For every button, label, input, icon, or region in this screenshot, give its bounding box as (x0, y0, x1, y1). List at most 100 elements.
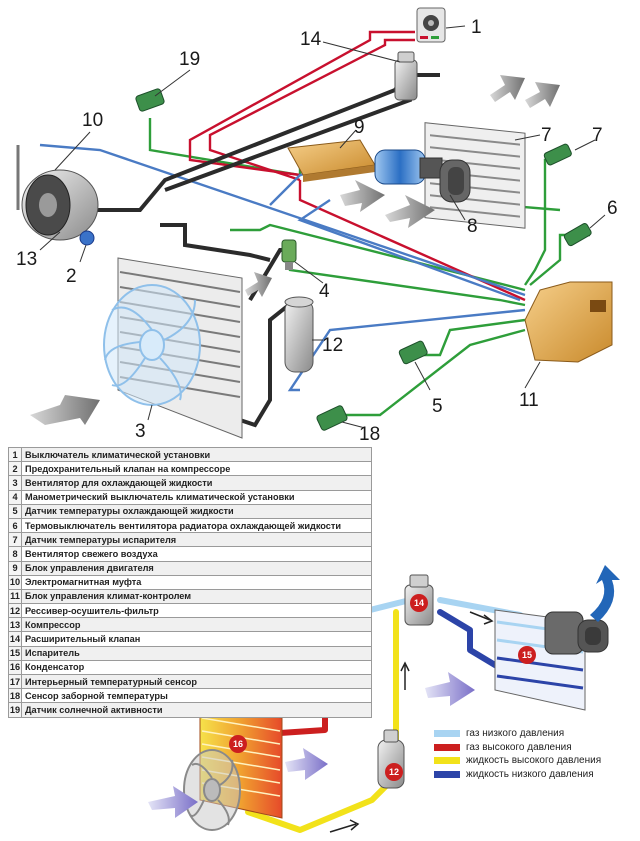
bottom-blower (544, 611, 609, 655)
legend-row-label: Термовыключатель вентилятора радиатора о… (21, 517, 372, 534)
legend-row-label: Сенсор заборной температуры (21, 688, 372, 704)
marker-14: 14 (414, 598, 424, 608)
legend-row-number: 9 (8, 560, 22, 576)
legend-row-number: 14 (8, 631, 22, 647)
legend-row-number: 17 (8, 673, 22, 690)
legend-row-number: 15 (8, 645, 22, 661)
legend-row-number: 2 (8, 461, 22, 477)
line-legend-label: жидкость высокого давления (466, 755, 602, 767)
callout-3: 3 (135, 421, 146, 442)
climate-switch (416, 7, 446, 43)
callout-9: 9 (354, 117, 365, 138)
legend-row-number: 4 (8, 489, 22, 505)
legend-row-number: 19 (8, 702, 22, 718)
legend-row-label: Интерьерный температурный сенсор (21, 673, 372, 690)
compressor (16, 145, 99, 246)
legend-row-label: Датчик температуры охлаждающей жидкости (21, 503, 372, 519)
bottom-receiver-drier: 12 (377, 729, 405, 789)
legend-row-label: Датчик солнечной активности (21, 702, 372, 718)
callout-2: 2 (66, 266, 77, 287)
legend-row-label: Конденсатор (21, 659, 372, 676)
line-legend-label: газ высокого давления (466, 741, 572, 753)
legend-row-label: Вентилятор свежего воздуха (21, 546, 372, 562)
line-swatch (434, 743, 460, 751)
line-legend-item: газ высокого давления (434, 741, 634, 755)
legend-row-label: Расширительный клапан (21, 631, 372, 647)
legend-row-label: Испаритель (21, 645, 372, 661)
marker-15: 15 (522, 650, 532, 660)
legend-row-label: Манометрический выключатель климатическо… (21, 489, 372, 505)
legend-row-label: Компрессор (21, 617, 372, 633)
marker-16: 16 (233, 739, 243, 749)
callout-12: 12 (322, 335, 343, 356)
fresh-air-fan (374, 149, 471, 203)
legend-row-number: 6 (8, 517, 22, 534)
callout-13: 13 (16, 249, 37, 270)
bottom-fan (183, 749, 241, 831)
line-legend-label: газ низкого давления (466, 728, 565, 740)
callout-numbers: 1 2 3 4 5 6 7 7 8 9 10 11 12 13 14 18 19 (16, 17, 618, 445)
line-legend-item: газ низкого давления (434, 727, 634, 741)
expansion-valve (394, 51, 418, 101)
legend-row-number: 12 (8, 603, 22, 619)
line-legend-item: жидкость высокого давления (434, 754, 634, 768)
marker-12: 12 (389, 767, 399, 777)
airflow-arrows (30, 75, 560, 425)
legend-row-label: Выключатель климатической установки (21, 446, 372, 463)
callout-14: 14 (300, 29, 322, 50)
line-legend-item: жидкость низкого давления (434, 768, 634, 782)
callout-4: 4 (319, 281, 330, 302)
legend-row-label: Блок управления климат-контролем (21, 588, 372, 605)
legend-row-number: 7 (8, 532, 22, 548)
callout-11: 11 (519, 390, 539, 411)
callout-18: 18 (359, 424, 380, 445)
callout-5: 5 (432, 396, 443, 417)
callout-7b: 7 (592, 125, 603, 146)
legend-row-number: 13 (8, 617, 22, 633)
callout-6: 6 (607, 198, 618, 219)
legend-row-number: 1 (8, 446, 22, 463)
bottom-airflow-arrows (148, 565, 620, 818)
legend-row-number: 8 (8, 546, 22, 562)
callout-7a: 7 (541, 125, 552, 146)
legend-row-number: 18 (8, 688, 22, 704)
legend-row-label: Датчик температуры испарителя (21, 532, 372, 548)
leader-lines (39, 25, 606, 429)
callout-19: 19 (179, 49, 200, 70)
legend-row-number: 5 (8, 503, 22, 519)
engine-ecu (287, 139, 376, 182)
legend-row-label: Рессивер-осушитель-фильтр (21, 603, 372, 619)
legend-row-number: 11 (8, 588, 22, 605)
line-swatch (434, 757, 460, 765)
line-legend-label: жидкость низкого давления (466, 768, 594, 780)
legend-row-number: 16 (8, 659, 22, 676)
legend-row-label: Электромагнитная муфта (21, 574, 372, 590)
climate-control-module (524, 281, 613, 363)
legend-row-number: 10 (8, 574, 22, 590)
cooling-fan (103, 284, 201, 406)
legend-row-label: Блок управления двигателя (21, 560, 372, 576)
legend-row-label: Предохранительный клапан на компрессоре (21, 461, 372, 477)
line-swatch (434, 770, 460, 778)
